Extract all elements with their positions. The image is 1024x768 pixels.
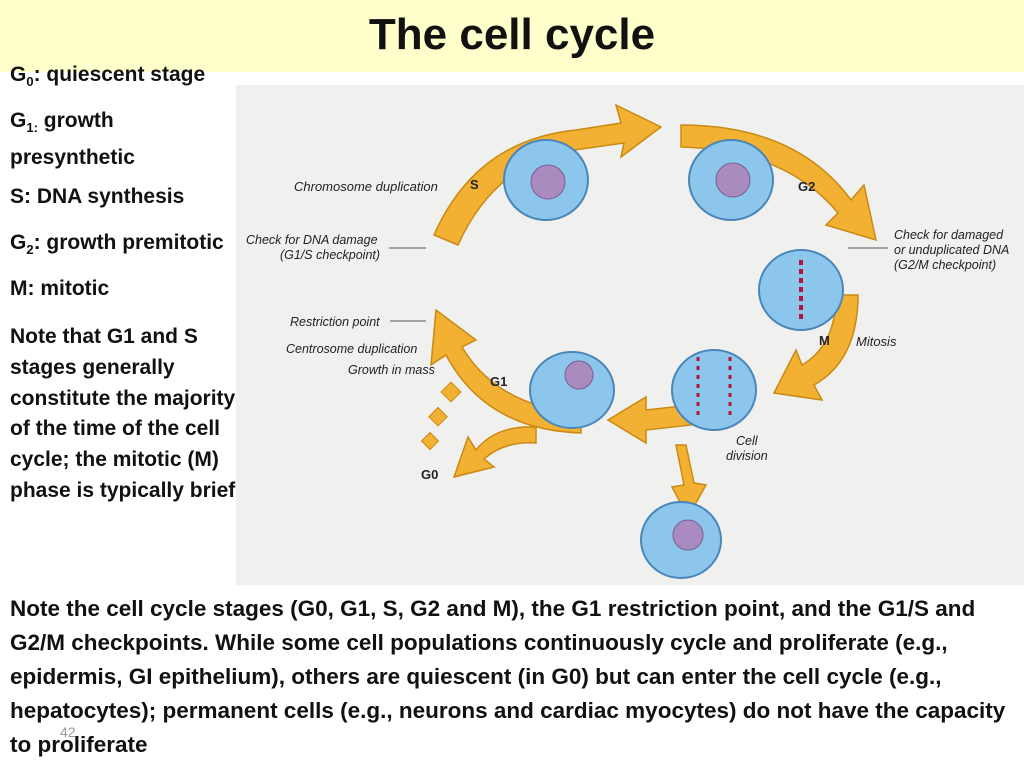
phase-label-g0: G0 — [421, 467, 438, 482]
cell-g2 — [688, 139, 774, 221]
arrow-division — [606, 395, 692, 445]
g0-square-1 — [440, 381, 462, 403]
label-centrosome-duplication: Centrosome duplication — [286, 342, 417, 356]
arrow-down — [670, 444, 708, 519]
cell-daughter — [640, 501, 722, 579]
label-chromosome-duplication: Chromosome duplication — [294, 179, 438, 194]
cell-cycle-diagram: Chromosome duplication Check for DNA dam… — [246, 103, 1009, 579]
label-check-dna-1: Check for DNA damage — [246, 233, 378, 247]
phase-label-g2: G2 — [798, 179, 815, 194]
arrow-s — [433, 103, 663, 246]
arrow-g0 — [452, 426, 537, 479]
title-bar — [0, 0, 1024, 72]
label-mitosis: Mitosis — [856, 334, 897, 349]
label-cell: Cell — [736, 434, 759, 448]
phase-note: Note that G1 and S stages generally cons… — [10, 325, 236, 502]
page-number: 42 — [60, 724, 76, 740]
label-check-damaged-1: Check for damaged — [894, 228, 1004, 242]
stage-m: M: mitotic — [10, 277, 110, 300]
phase-label-g1: G1 — [490, 374, 507, 389]
label-growth-in-mass: Growth in mass — [348, 363, 435, 377]
slide-title: The cell cycle — [368, 10, 656, 59]
g0-square-3 — [420, 431, 440, 451]
cell-division — [671, 349, 757, 431]
g0-square-2 — [428, 406, 448, 427]
cell-s — [503, 139, 589, 221]
cell-mitosis — [758, 249, 844, 331]
label-division: division — [726, 449, 768, 463]
arrow-m — [772, 294, 859, 401]
label-restriction-point: Restriction point — [290, 315, 380, 329]
phase-label-s: S — [470, 177, 479, 192]
caption-text: Note the cell cycle stages (G0, G1, S, G… — [10, 596, 1006, 757]
stage-g0: G0: quiescent stage — [10, 63, 206, 90]
cycle-arrows — [420, 103, 878, 519]
label-check-damaged-3: (G2/M checkpoint) — [894, 258, 996, 272]
cell-g1 — [529, 351, 615, 429]
stage-g2: G2: growth premitotic — [10, 231, 224, 258]
phase-label-m: M — [819, 333, 830, 348]
label-check-damaged-2: or unduplicated DNA — [894, 243, 1009, 257]
label-check-dna-2: (G1/S checkpoint) — [280, 248, 380, 262]
stage-s: S: DNA synthesis — [10, 185, 185, 208]
cell-cycle-figure: Chromosome duplication Check for DNA dam… — [236, 85, 1024, 585]
